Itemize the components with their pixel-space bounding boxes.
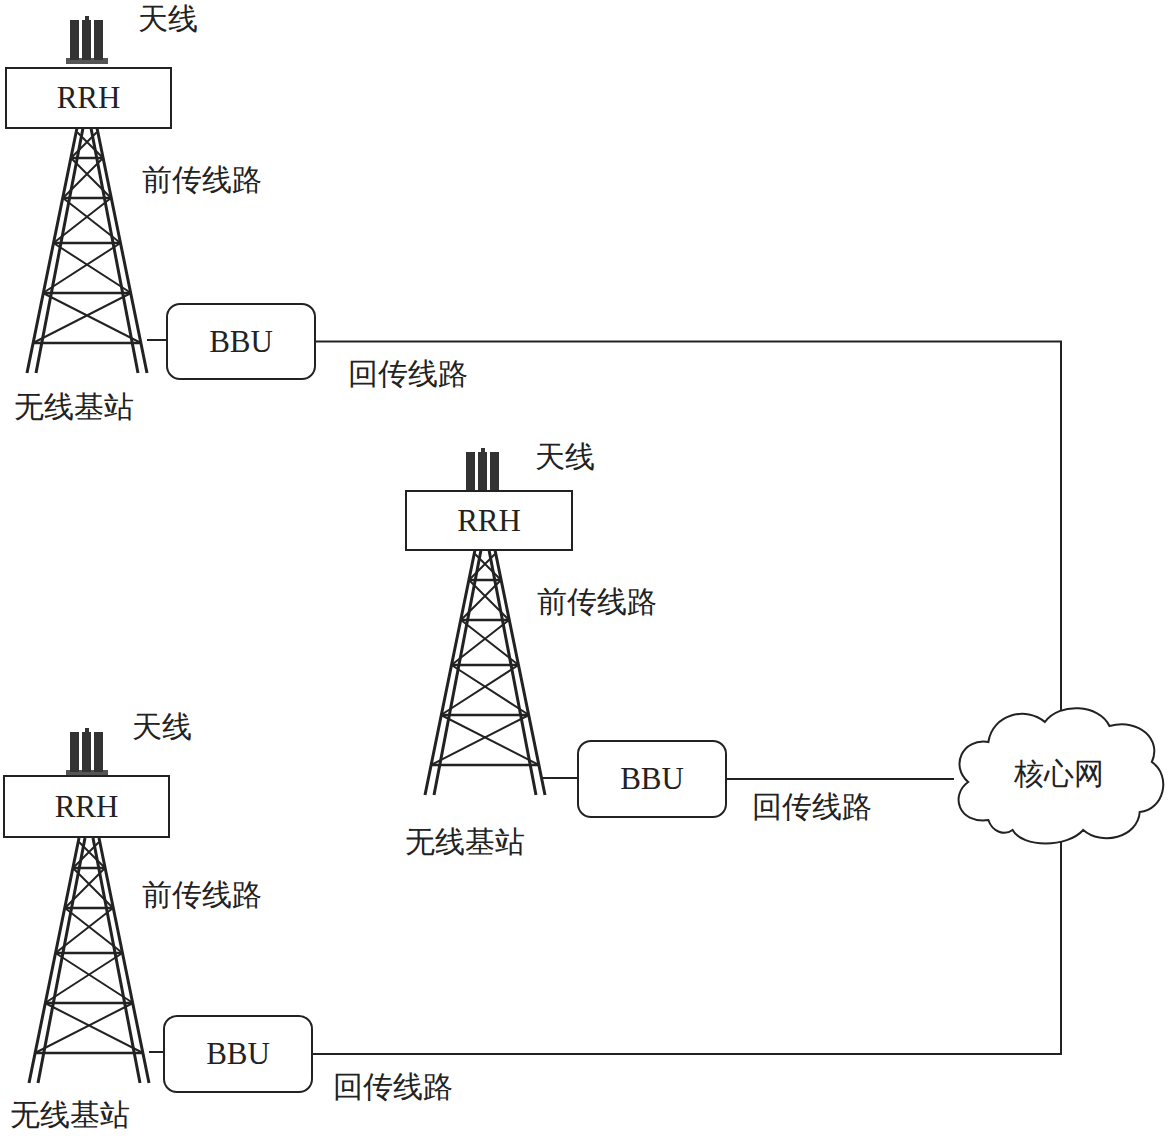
base-station-label: 无线基站 <box>8 1098 132 1131</box>
bbu-box: BBU <box>577 740 727 818</box>
fronthaul-label: 前传线路 <box>140 163 264 196</box>
node-text: RRH <box>55 789 119 825</box>
node-text: RRH <box>57 80 121 116</box>
backhaul-label: 回传线路 <box>750 790 874 823</box>
node-text: BBU <box>209 324 273 360</box>
bbu-box: BBU <box>163 1015 313 1093</box>
backhaul-line <box>727 778 954 780</box>
bbu-box: BBU <box>166 303 316 380</box>
node-text: BBU <box>620 761 684 797</box>
rrh-box: RRH <box>405 490 573 551</box>
backhaul-label: 回传线路 <box>331 1070 455 1103</box>
antenna-label: 天线 <box>533 440 597 473</box>
fronthaul-label: 前传线路 <box>140 878 264 911</box>
antenna-label: 天线 <box>136 2 200 35</box>
backhaul-line <box>316 342 1061 715</box>
node-text: BBU <box>206 1036 270 1072</box>
fronthaul-label: 前传线路 <box>535 585 659 618</box>
backhaul-label: 回传线路 <box>346 357 470 390</box>
rrh-box: RRH <box>3 775 170 838</box>
node-text: 核心网 <box>1014 754 1104 795</box>
node-text: RRH <box>457 503 521 539</box>
antenna-label: 天线 <box>130 710 194 743</box>
core-network-cloud: 核心网 <box>948 700 1170 848</box>
base-station-label: 无线基站 <box>403 825 527 858</box>
base-station-label: 无线基站 <box>12 390 136 423</box>
rrh-box: RRH <box>5 67 172 129</box>
backhaul-line <box>313 838 1061 1054</box>
